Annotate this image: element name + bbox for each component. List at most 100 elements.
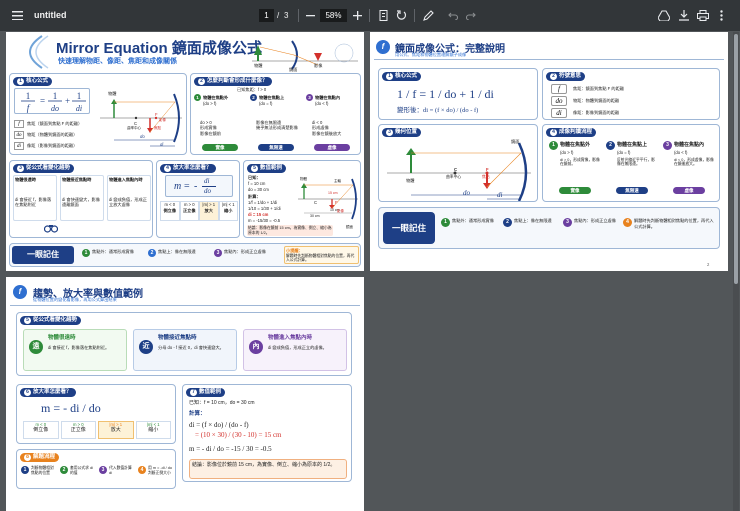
magnification-formula: m = - di do [165,175,233,197]
annotate-icon[interactable] [422,9,434,21]
print-icon[interactable] [697,9,709,21]
case-title-1: 物體在焦點外 [203,94,229,100]
diagram-label-di: di [160,142,164,147]
symbol-f-desc: 焦距（鏡面到焦點 F 的距離） [27,120,83,126]
case-title-3: 物體在焦點內 [315,94,341,100]
eq-di: di [76,104,82,113]
page2-title: 鏡面成像公式：完整說明 [395,44,505,55]
case-line: 幾乎無法形成清楚影像 [256,125,298,130]
diagram-label-c: C [134,121,138,126]
scrollbar-thumb[interactable] [734,34,738,284]
mirror-equation-formula: 1 f = 1 do + 1 di [21,91,86,113]
p3-magnification-formula: m = - di / do [41,401,101,415]
symbol-do-desc: 物距（物體到鏡面的距離） [27,131,78,137]
page-number-input[interactable] [259,9,274,22]
redo-icon[interactable] [465,10,476,20]
page1-subtitle: 快速理解物距、像距、焦距和成像關係 [58,58,177,65]
example-ray-diagram [298,178,358,220]
case-line: 影像在鏡後放大 [312,130,342,136]
pdf-page-1: Mirror Equation 鏡面成像公式 快速理解物距、像距、焦距和成像關係… [6,32,364,271]
diagram-label-object: 物體 [108,91,117,96]
core-formula-box: 1 f = 1 do + 1 di [14,88,90,114]
eq-numerator-1: 1 [26,91,31,101]
p3-trend-card-2: 近 物體接近焦點時 分母 do - f 接近 0，di 會快速變大。 [133,329,237,371]
symbol-do: do [14,130,24,139]
more-icon[interactable] [718,9,724,21]
toolbar-divider [298,9,299,22]
memory-title-box: 一眼記住 [12,246,74,264]
binoculars-icon [44,225,58,233]
focal-note: 已知焦距：f > 0 [237,87,267,92]
svg-text:=: = [40,96,45,106]
document-title: untitled [34,10,67,20]
plus-icon[interactable] [352,10,362,20]
p3-example-conclusion: 結論：影像位於鏡前 15 cm，為實像、倒立、縮小為原本的 1/2。 [189,459,347,479]
zoom-input[interactable] [320,9,347,22]
physics-badge-icon: f [13,285,27,299]
case-line: do > 0 [200,119,212,125]
toolbar-divider [414,9,415,22]
undo-icon[interactable] [447,10,458,20]
pdf-toolbar: untitled / 3 [0,0,740,31]
case-title-2: 物體在焦點上 [259,94,285,100]
case-line: di < 0 [312,119,323,125]
symbol-f: f [14,119,24,128]
fit-page-icon[interactable] [378,9,389,21]
page3-subtitle: 從物體位置的變化看影像，再用公式算出結果 [33,297,117,302]
case-num-3: 3 [306,94,313,101]
tag-virtual-image: 虛像 [314,144,350,151]
example-conclusion: 結論：影像在鏡前 15 cm，為實像、倒立、縮小為原本的 1/2。 [247,225,333,236]
minus-icon[interactable] [305,10,315,20]
diagram-label-center: 曲率中心 [127,126,141,130]
svg-text:+: + [65,96,70,106]
page-total: 3 [284,11,289,20]
menu-icon[interactable] [11,9,23,21]
case-sub-2: (do = f) [259,101,273,106]
vertical-scrollbar[interactable] [733,32,739,511]
fig-label-mirror: 鏡面 [289,67,298,72]
p2-geometry-diagram [387,142,531,201]
rotate-icon[interactable] [395,9,407,21]
download-icon[interactable] [678,9,689,21]
p3-trend-card-1: 遠 物體很遠時 di 會接近 f，影像落在焦點附近。 [23,329,127,371]
drive-icon[interactable] [658,9,670,21]
fig-label-image: 影像 [314,63,323,68]
tag-real-image: 實像 [202,144,238,151]
diagram-label-do: do [140,134,145,139]
case-sub-1: (do > f) [203,101,217,106]
p3-trend-card-3: 內 物體進入焦點內時 di 變成負值，形成正立的虛像。 [243,329,347,371]
title-underline [374,59,724,60]
page-separator: / [277,11,280,20]
decorative-mirror-illustration [29,35,49,69]
trend-card-1: 物體很遠時 di 會接近 f，影像落在焦點附近 [13,175,57,221]
